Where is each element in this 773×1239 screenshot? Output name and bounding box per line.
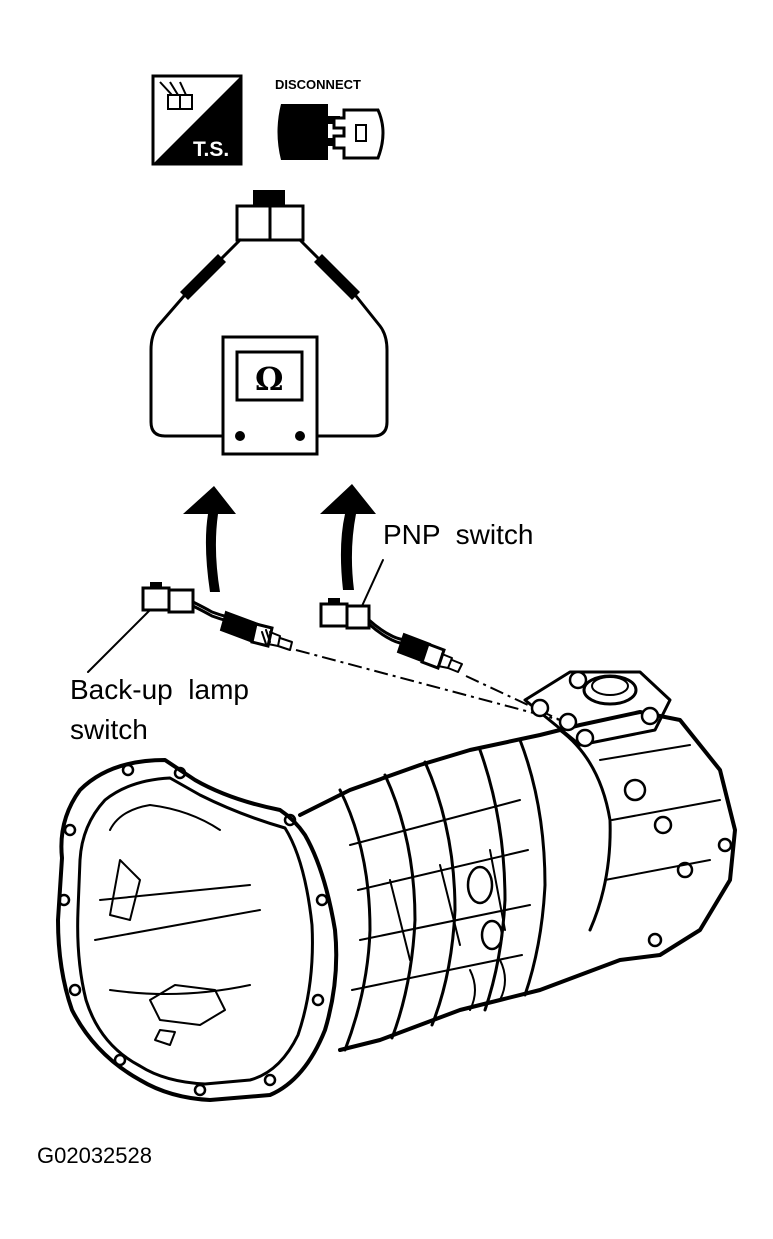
leader-line: [87, 609, 151, 673]
backup-lamp-switch-drawing: [141, 582, 293, 651]
transmission-drawing: [56, 670, 737, 1102]
ohm-symbol: Ω: [255, 360, 283, 398]
backup-lamp-switch-label: Back-up lamp: [70, 674, 249, 705]
backup-lamp-switch-label-line2: switch: [70, 714, 148, 745]
tester-icon: T.S.: [151, 74, 243, 166]
test-symbol-label: T.S.: [193, 138, 229, 161]
arrow-icon: [320, 484, 376, 590]
ohmmeter-circuit: Ω: [149, 190, 389, 456]
arrow-icon: [183, 486, 236, 592]
pnp-switch-drawing: [319, 598, 463, 673]
pnp-switch-label: PNP switch: [383, 519, 534, 550]
figure-id: G02032528: [37, 1143, 152, 1168]
install-line: [295, 649, 561, 721]
disconnect-connector-icon: DISCONNECT: [275, 77, 385, 160]
leader-line: [361, 559, 384, 607]
disconnect-label: DISCONNECT: [275, 77, 361, 92]
